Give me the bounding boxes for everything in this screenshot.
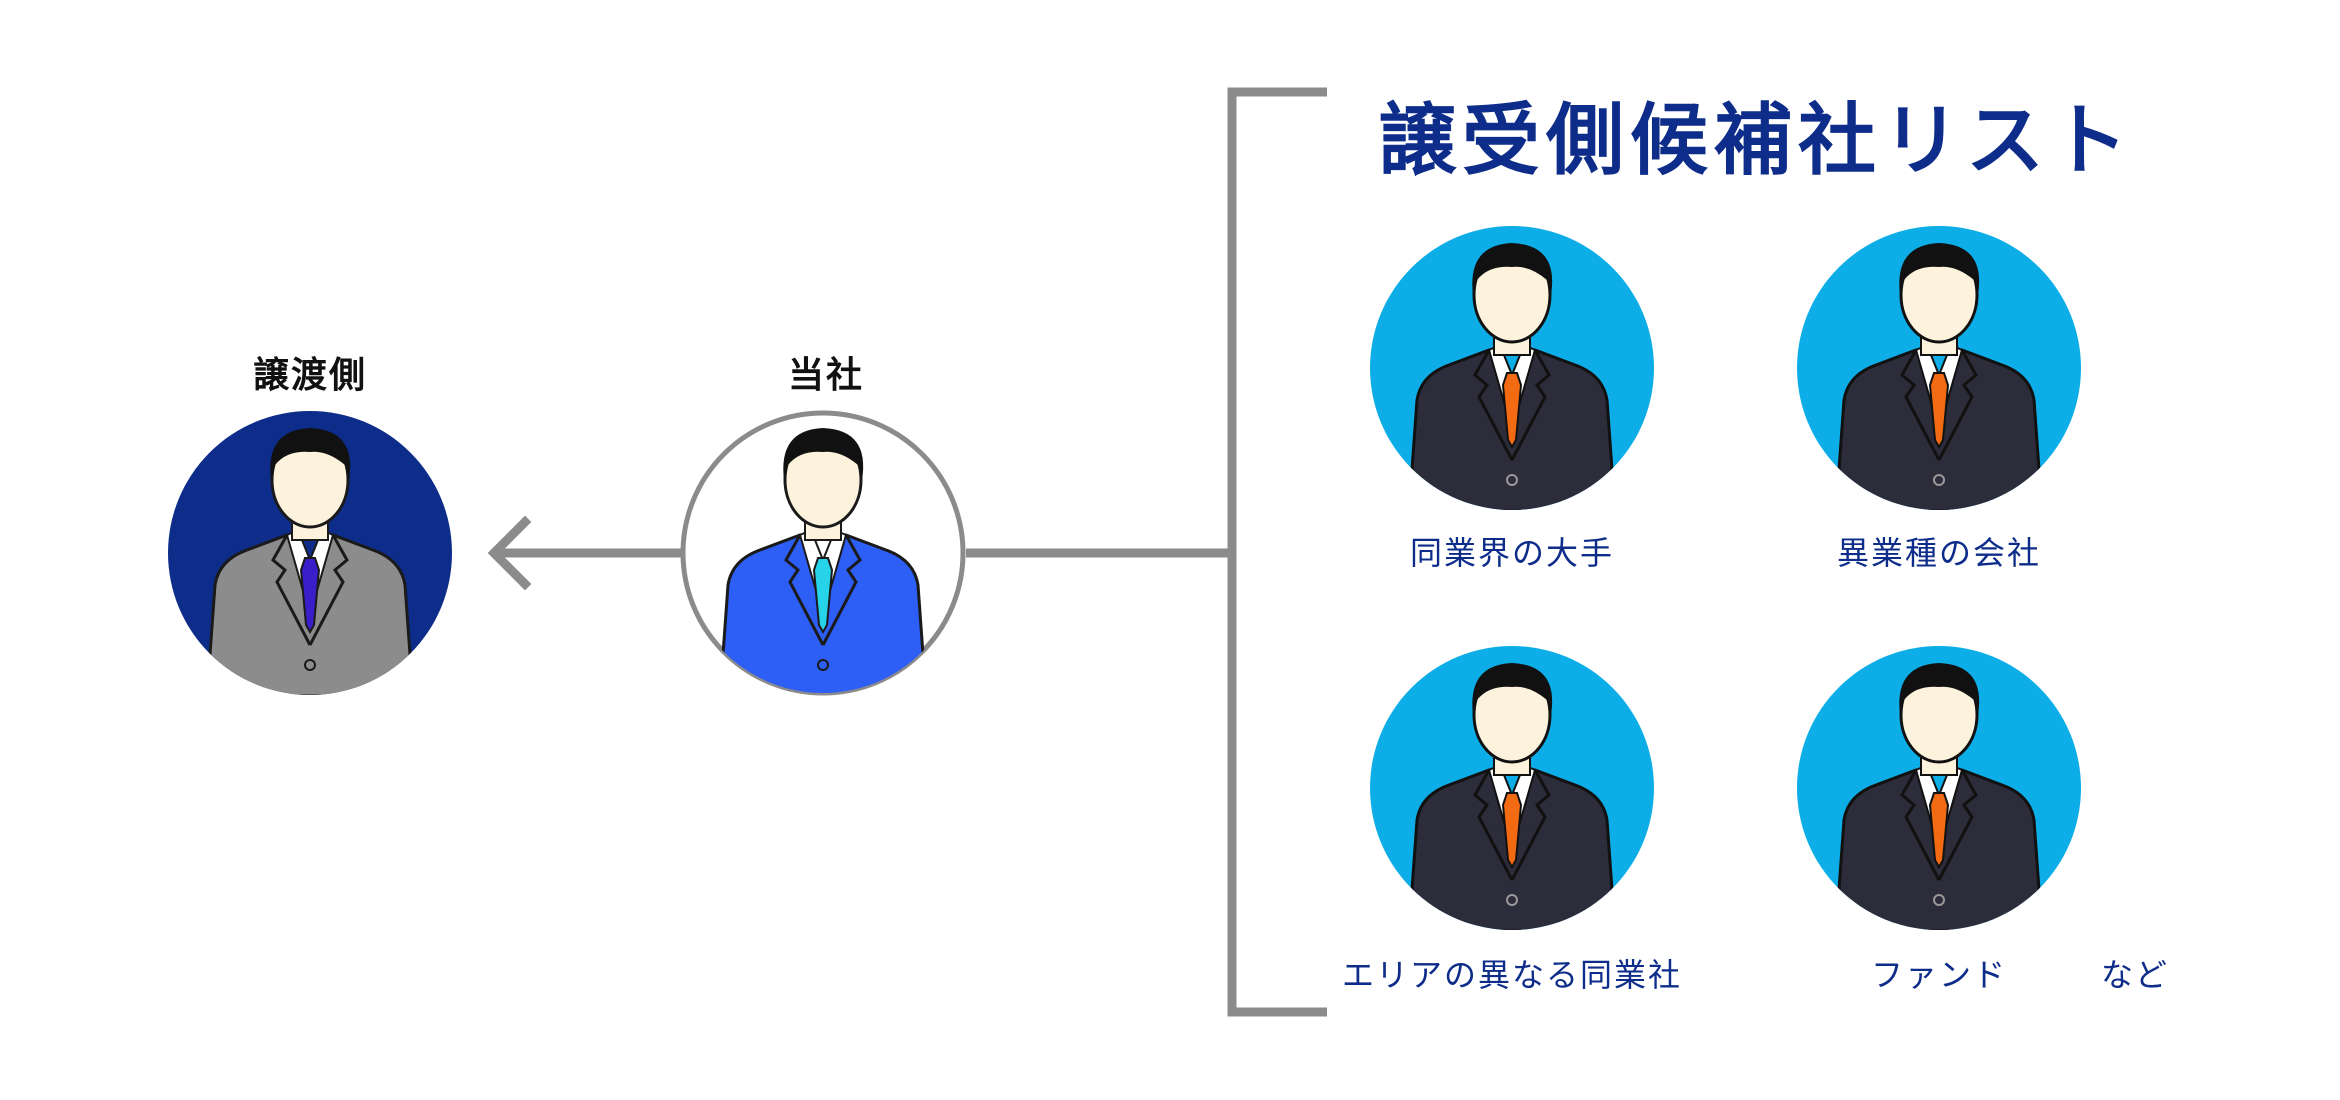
candidate-label: ファンド — [1870, 956, 2007, 994]
businessman-gray-suit-icon — [167, 410, 453, 696]
company-label: 当社 — [787, 355, 864, 396]
candidate-list-title: 譲受側候補社リスト — [1378, 96, 2135, 186]
businessman-dark-suit-icon — [1369, 225, 1655, 511]
arrow-head — [487, 515, 532, 591]
businessman-dark-suit-icon — [1796, 225, 2082, 511]
businessman-dark-suit-icon — [1796, 645, 2082, 931]
transferor-label: 譲渡側 — [252, 355, 367, 396]
businessman-blue-suit-icon — [680, 410, 966, 696]
candidate-label: エリアの異なる同業社 — [1341, 956, 1682, 994]
businessman-dark-suit-icon — [1369, 645, 1655, 931]
candidate-label: 同業界の大手 — [1409, 534, 1614, 572]
candidate-label: 異業種の会社 — [1836, 534, 2041, 572]
candidate-suffix: など — [2100, 956, 2169, 994]
candidate-bracket — [1227, 87, 1327, 1017]
